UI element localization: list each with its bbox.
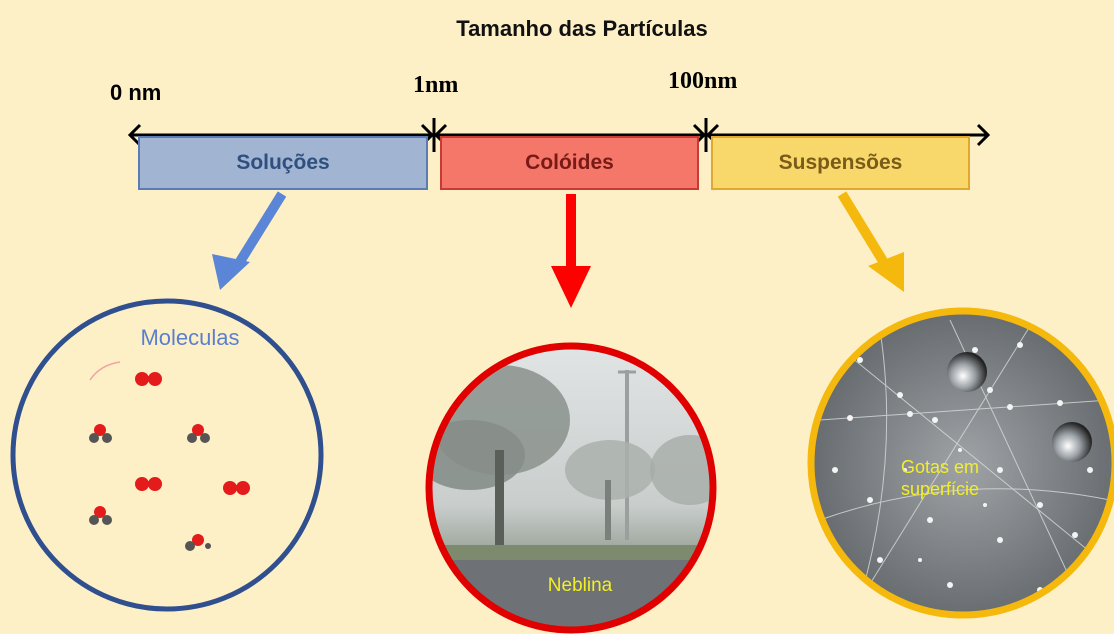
suspensions-circle — [807, 307, 1114, 619]
drops-label-line2: superfície — [900, 479, 980, 499]
decorative-arc — [89, 361, 121, 381]
arrow-colloids — [551, 194, 591, 308]
tick-0nm: 0 nm — [110, 80, 162, 105]
drops-label-line1: Gotas em — [900, 457, 980, 477]
molecules-icon — [89, 372, 250, 551]
tick-1nm: 1nm — [413, 72, 459, 98]
category-solutions: Soluções — [138, 136, 428, 190]
category-colloids: Colóides — [440, 136, 699, 190]
drops-label: Gotas em superfície — [870, 456, 1010, 500]
scale-axis — [127, 118, 991, 152]
tick-100nm: 100nm — [668, 68, 738, 94]
drops-image — [811, 311, 1114, 615]
solutions-circle — [10, 298, 324, 612]
molecules-label: Moleculas — [140, 325, 240, 350]
category-suspensions: Suspensões — [711, 136, 970, 190]
arrow-solutions — [212, 191, 287, 290]
colloids-circle — [425, 342, 717, 634]
diagram-title: Tamanho das Partículas — [456, 16, 708, 41]
arrow-suspensions — [837, 191, 904, 292]
fog-label: Neblina — [547, 575, 613, 596]
